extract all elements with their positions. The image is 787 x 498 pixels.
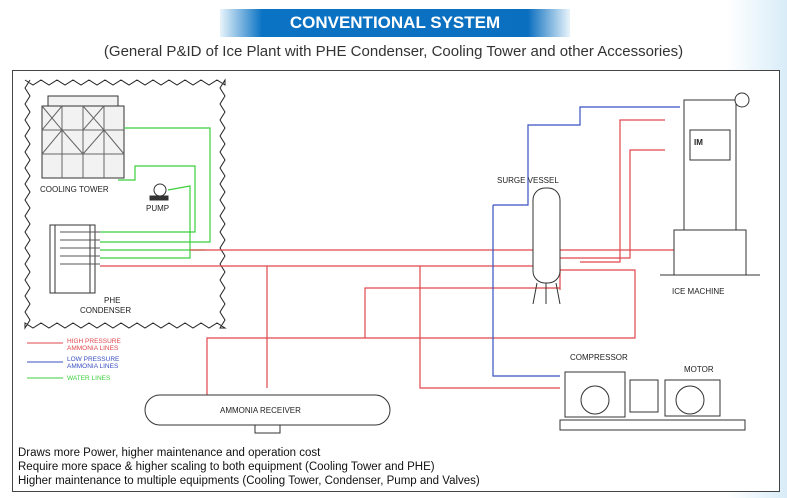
phe-label: PHE	[104, 296, 120, 305]
im-badge: IM	[694, 138, 703, 147]
condenser-label: CONDENSER	[80, 306, 131, 315]
compressor-label: COMPRESSOR	[570, 353, 628, 362]
note: Higher maintenance to multiple equipment…	[18, 475, 480, 487]
legend: HIGH PRESSURE AMMONIA LINES LOW PRESSURE…	[27, 338, 121, 382]
legend-water: WATER LINES	[67, 375, 111, 382]
ice-machine-label: ICE MACHINE	[672, 287, 724, 296]
page-subtitle: (General P&ID of Ice Plant with PHE Cond…	[103, 43, 684, 60]
phe-condenser	[49, 224, 100, 294]
note: Require more space & higher scaling to b…	[18, 461, 435, 473]
high-pressure-lines	[100, 119, 746, 395]
notes-list: Draws more Power, higher maintenance and…	[18, 446, 480, 488]
page-title: CONVENTIONAL SYSTEM	[220, 9, 570, 37]
pump-label: PUMP	[146, 204, 169, 213]
cooling-area-boundary	[24, 78, 227, 330]
ice-machine	[660, 92, 760, 276]
note: Draws more Power, higher maintenance and…	[18, 447, 321, 459]
pump	[149, 183, 169, 201]
cooling-tower-label: COOLING TOWER	[40, 185, 109, 194]
cooling-tower	[41, 95, 125, 179]
ammonia-receiver	[144, 394, 391, 434]
legend-lp-2: AMMONIA LINES	[67, 363, 119, 370]
motor-label: MOTOR	[684, 365, 714, 374]
legend-hp-1: HIGH PRESSURE	[67, 338, 121, 345]
ammonia-receiver-label: AMMONIA RECEIVER	[220, 406, 301, 415]
surge-vessel-label: SURGE VESSEL	[497, 176, 559, 185]
surge-vessel	[532, 187, 561, 305]
legend-lp-1: LOW PRESSURE	[67, 356, 120, 363]
legend-hp-2: AMMONIA LINES	[67, 345, 119, 352]
low-pressure-lines	[492, 106, 680, 377]
compressor-skid	[559, 371, 746, 431]
water-lines	[100, 127, 211, 259]
